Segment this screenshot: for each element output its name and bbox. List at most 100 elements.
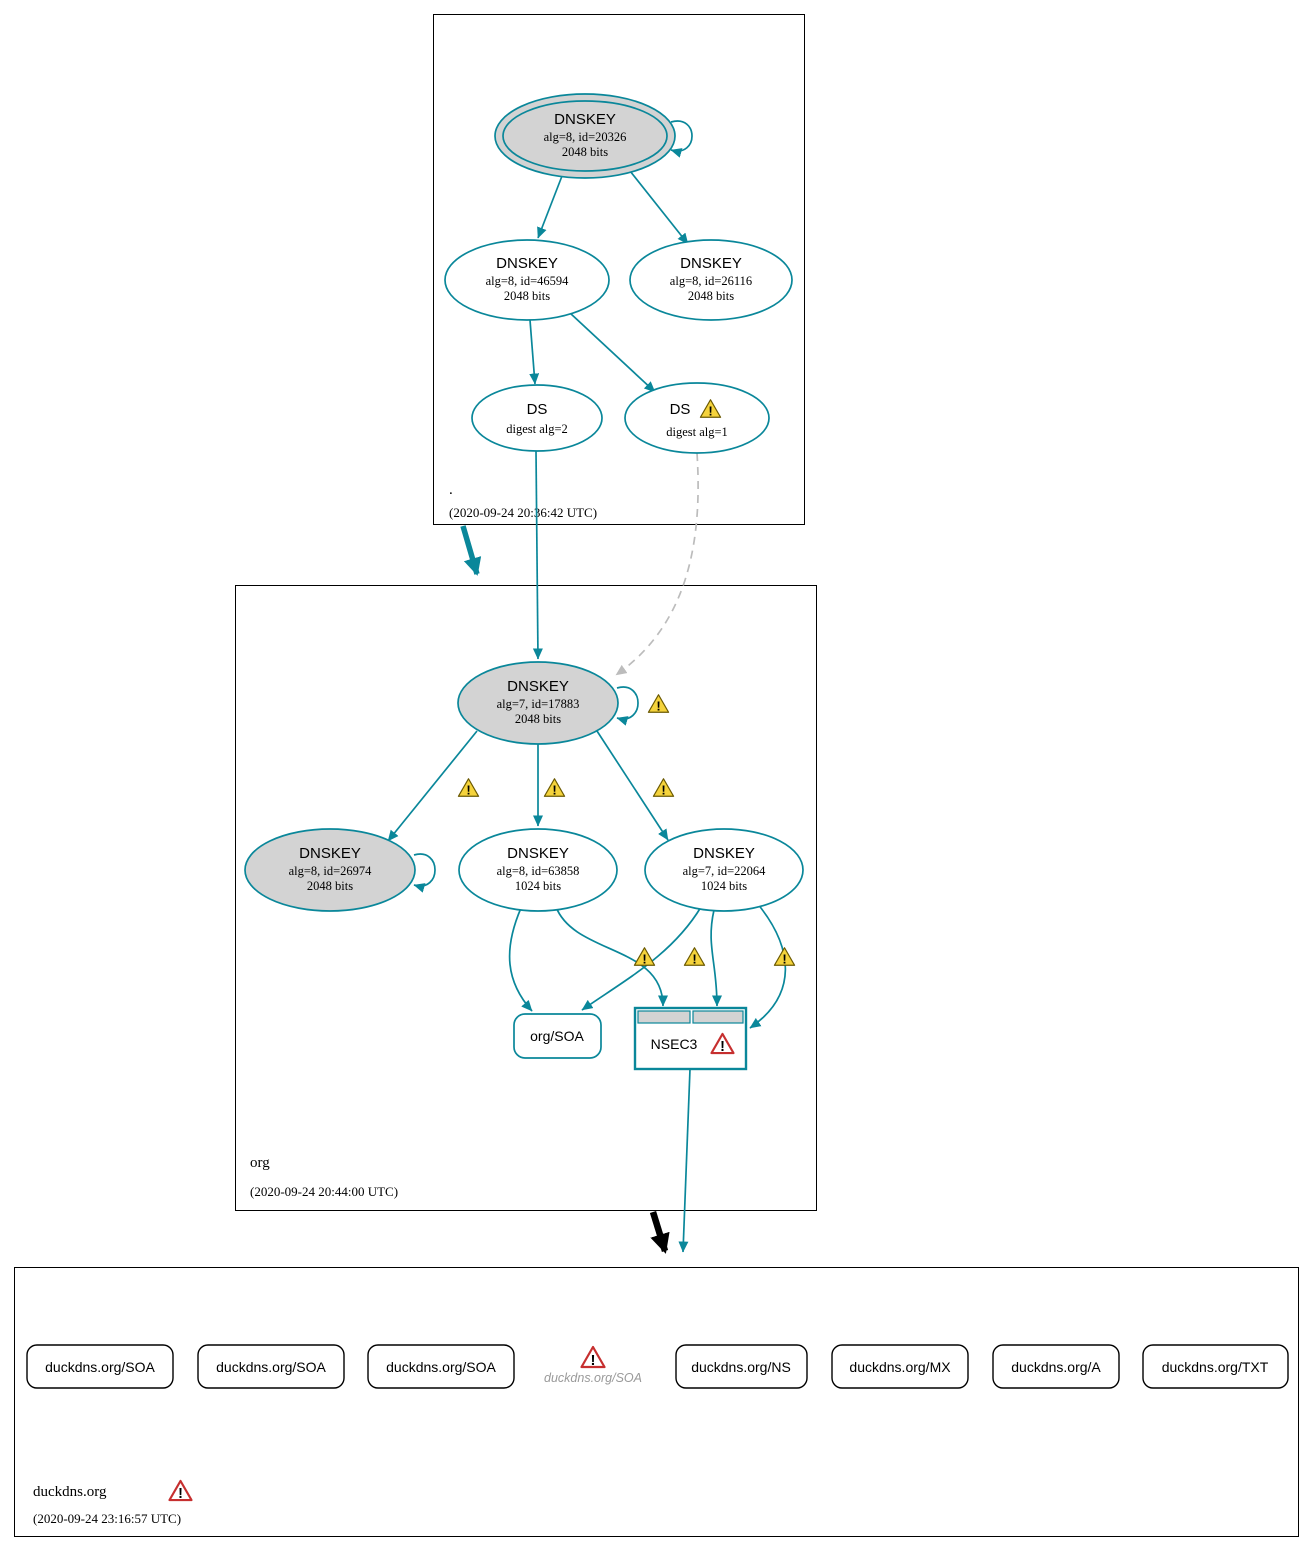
node-detail: alg=7, id=17883 (497, 697, 580, 711)
node-org-key1: DNSKEY alg=8, id=26974 2048 bits (244, 828, 416, 912)
node-outline (494, 93, 676, 179)
node-title: DS (527, 401, 548, 418)
edge-key2-to-nsec3 (555, 906, 668, 1007)
edge-zsk1-to-ds2 (529, 319, 540, 385)
zone-timestamp-org: (2020-09-24 20:44:00 UTC) (250, 1184, 398, 1199)
edge-ds2-to-org-ksk (532, 450, 543, 660)
node-title: DNSKEY (680, 255, 742, 272)
node-outline (244, 828, 416, 912)
rrset-node-soa-2: duckdns.org/SOA (197, 1344, 345, 1389)
node-detail: 2048 bits (307, 879, 353, 893)
node-outline (644, 828, 804, 912)
node-title: DNSKEY (507, 845, 569, 862)
rrset-label: org/SOA (530, 1028, 584, 1044)
node-root-zsk2: DNSKEY alg=8, id=26116 2048 bits (629, 239, 793, 321)
zone-timestamp-root: (2020-09-24 20:36:42 UTC) (449, 505, 597, 520)
node-title: NSEC3 (651, 1036, 698, 1052)
node-outline (992, 1344, 1120, 1389)
node-org-key3: DNSKEY alg=7, id=22064 1024 bits (644, 828, 804, 912)
node-detail: 1024 bits (701, 879, 747, 893)
rrset-label: duckdns.org/A (1011, 1359, 1101, 1375)
rrset-node-mx: duckdns.org/MX (831, 1344, 969, 1389)
node-outline (1142, 1344, 1289, 1389)
node-outline-inner (502, 100, 668, 172)
node-detail: digest alg=2 (506, 422, 568, 436)
rrset-node-txt: duckdns.org/TXT (1142, 1344, 1289, 1389)
edge-ds1-to-org-ksk-dashed (615, 452, 699, 676)
nsec3-cell-right (692, 1010, 744, 1024)
edge-org-ksk-to-key1 (387, 730, 478, 842)
rrset-label: duckdns.org/NS (691, 1359, 791, 1375)
edge-key3-to-nsec3-side (749, 902, 787, 1029)
rrset-label: duckdns.org/SOA (216, 1359, 326, 1375)
zone-label-root: . (449, 482, 453, 498)
node-outline (675, 1344, 808, 1389)
rrset-node-soa-1: duckdns.org/SOA (26, 1344, 174, 1389)
node-detail: 2048 bits (504, 289, 550, 303)
node-outline (458, 828, 618, 912)
edge-root-delegation-thick (460, 525, 482, 576)
rrset-label: duckdns.org/TXT (1162, 1359, 1269, 1375)
edge-org-ksk-to-key3 (596, 730, 669, 841)
node-detail: alg=8, id=20326 (544, 130, 627, 144)
node-org-ksk: DNSKEY alg=7, id=17883 2048 bits (457, 661, 619, 745)
edge-key2-to-soa (508, 907, 533, 1012)
node-root-ds2: DS digest alg=2 (471, 384, 603, 452)
node-detail: digest alg=1 (666, 425, 728, 439)
rrset-node-soa-error: duckdns.org/SOA (544, 1345, 642, 1385)
edge-nsec3-to-duckdns (678, 1068, 691, 1253)
node-detail: alg=7, id=22064 (683, 864, 767, 878)
zone-label-duckdns: duckdns.org (33, 1484, 107, 1500)
edge-root-ksk-to-zsk2 (629, 170, 689, 245)
edge-org-ksk-selfloop (616, 686, 639, 726)
rrset-label-missing: duckdns.org/SOA (544, 1371, 642, 1385)
node-detail: 2048 bits (688, 289, 734, 303)
node-org-soa: org/SOA (513, 1013, 602, 1059)
node-outline (26, 1344, 174, 1389)
node-org-nsec3: NSEC3 (633, 1006, 748, 1071)
node-outline (197, 1344, 345, 1389)
node-outline (624, 382, 770, 454)
node-title: DNSKEY (554, 111, 616, 128)
nsec3-cell-left (637, 1010, 691, 1024)
node-outline (471, 384, 603, 452)
edge-zsk1-to-ds1 (569, 312, 656, 393)
rrset-node-soa-3: duckdns.org/SOA (367, 1344, 515, 1389)
rrset-label: duckdns.org/SOA (45, 1359, 155, 1375)
edge-key3-to-nsec3-cell (710, 909, 722, 1007)
node-title: DNSKEY (299, 845, 361, 862)
node-detail: 2048 bits (515, 712, 561, 726)
node-title: DS (670, 401, 691, 418)
node-root-ds1: DS digest alg=1 (624, 382, 770, 454)
zone-box-duckdns (14, 1267, 1299, 1537)
node-detail: alg=8, id=63858 (497, 864, 580, 878)
zone-timestamp-duckdns: (2020-09-24 23:16:57 UTC) (33, 1511, 181, 1526)
node-outline (629, 239, 793, 321)
node-title: DNSKEY (496, 255, 558, 272)
zone-label-org: org (250, 1155, 270, 1171)
node-outline (831, 1344, 969, 1389)
node-outline (457, 661, 619, 745)
edge-org-delegation-thick (649, 1211, 670, 1254)
node-title: DNSKEY (507, 678, 569, 695)
node-detail: 1024 bits (515, 879, 561, 893)
node-detail: alg=8, id=26116 (670, 274, 752, 288)
edge-root-ksk-selfloop (670, 120, 693, 158)
rrset-label: duckdns.org/SOA (386, 1359, 496, 1375)
rrset-label: duckdns.org/MX (849, 1359, 951, 1375)
node-detail: alg=8, id=46594 (486, 274, 570, 288)
node-outline (513, 1013, 602, 1059)
node-detail: 2048 bits (562, 145, 608, 159)
node-root-zsk1: DNSKEY alg=8, id=46594 2048 bits (444, 239, 610, 321)
node-title: DNSKEY (693, 845, 755, 862)
rrset-node-ns: duckdns.org/NS (675, 1344, 808, 1389)
node-root-ksk: DNSKEY alg=8, id=20326 2048 bits (494, 93, 676, 179)
node-org-key2: DNSKEY alg=8, id=63858 1024 bits (458, 828, 618, 912)
node-outline (444, 239, 610, 321)
edge-root-ksk-to-zsk1 (537, 175, 563, 239)
node-detail: alg=8, id=26974 (289, 864, 373, 878)
edge-key1-selfloop (413, 853, 436, 893)
rrset-node-a: duckdns.org/A (992, 1344, 1120, 1389)
